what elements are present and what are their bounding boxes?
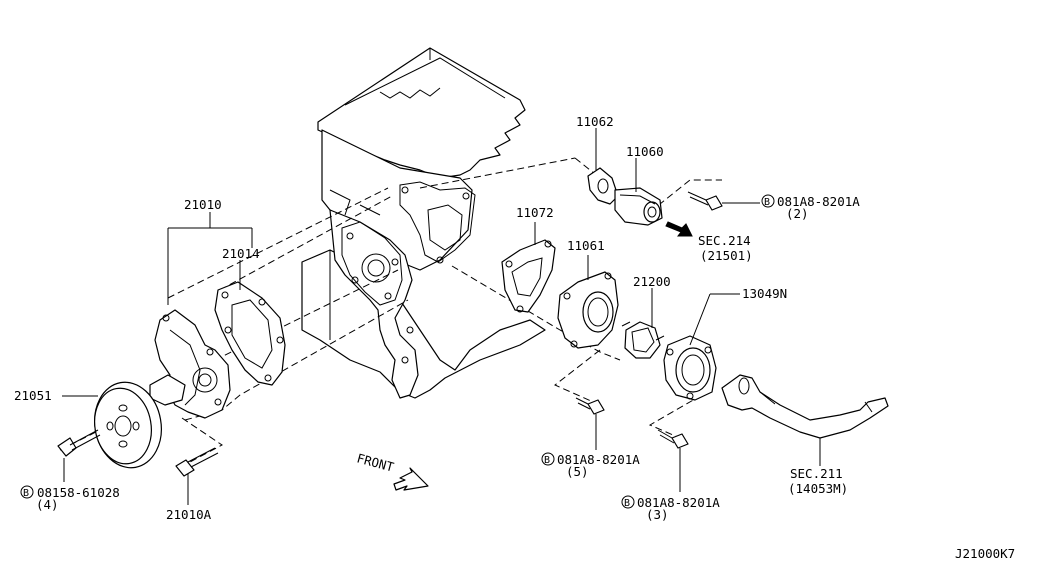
circled-b-icon bbox=[20, 485, 34, 499]
thermostat-housing-11061[interactable] bbox=[557, 271, 619, 349]
label-11061: 11061 bbox=[567, 238, 605, 253]
front-direction-arrow bbox=[393, 467, 429, 491]
bolt-quantity: (4) bbox=[36, 497, 59, 512]
leader-lines bbox=[62, 128, 821, 505]
thermostat-21200[interactable] bbox=[621, 321, 665, 359]
bolt-symbol: B bbox=[764, 197, 770, 208]
circled-b-icon bbox=[761, 194, 775, 208]
label-21014: 21014 bbox=[222, 246, 260, 261]
bolt-quantity: (3) bbox=[646, 507, 669, 522]
bolt-081A8-8201A-5[interactable] bbox=[575, 397, 605, 415]
bolt-081A8-8201A-3[interactable] bbox=[657, 429, 689, 449]
bolt-symbol: B bbox=[23, 488, 29, 499]
sec211-title: SEC.211 bbox=[790, 466, 843, 481]
label-21010: 21010 bbox=[184, 197, 222, 212]
circled-b-icon bbox=[541, 452, 555, 466]
gasket-11072[interactable] bbox=[501, 239, 556, 313]
water-inlet-13049N[interactable] bbox=[663, 335, 717, 401]
bolt-callout-4: B 081A8-8201A (3) bbox=[621, 495, 720, 522]
bolt-symbol: B bbox=[544, 455, 550, 466]
bolt-symbol: B bbox=[624, 498, 630, 509]
bolt-081A8-8201A-2[interactable] bbox=[687, 191, 723, 211]
bolt-callout-1: B 08158-61028 (4) bbox=[20, 485, 120, 512]
label-21200: 21200 bbox=[633, 274, 671, 289]
circled-b-icon bbox=[621, 495, 635, 509]
bolt-part-number: 08158-61028 bbox=[37, 485, 120, 500]
bolt-part-number: 081A8-8201A bbox=[637, 495, 720, 510]
water-pump-21010[interactable] bbox=[149, 309, 231, 419]
part-labels: 21010 21014 21051 21010A 11062 11060 110… bbox=[14, 114, 1015, 561]
sec214-title: SEC.214 bbox=[698, 233, 751, 248]
sec211-ref: (14053M) bbox=[788, 481, 848, 496]
bolt-08158-61028[interactable] bbox=[57, 429, 101, 457]
bolt-quantity: (5) bbox=[566, 464, 589, 479]
bolt-part-number: 081A8-8201A bbox=[777, 194, 860, 209]
label-11062: 11062 bbox=[576, 114, 614, 129]
sec214-ref: (21501) bbox=[700, 248, 753, 263]
bolt-quantity: (2) bbox=[786, 206, 809, 221]
diagram-id: J21000K7 bbox=[955, 546, 1015, 561]
bolt-callout-2: B 081A8-8201A (2) bbox=[761, 194, 860, 221]
pulley-21051[interactable] bbox=[88, 377, 168, 473]
label-front: FRONT bbox=[355, 450, 396, 474]
water-pipe-sec211 bbox=[721, 374, 889, 439]
bolt-21010A[interactable] bbox=[175, 447, 219, 477]
gasket-11062[interactable] bbox=[587, 167, 619, 205]
gasket-21014[interactable] bbox=[214, 281, 286, 386]
label-13049N: 13049N bbox=[742, 286, 787, 301]
bolt-part-number: 081A8-8201A bbox=[557, 452, 640, 467]
label-11060: 11060 bbox=[626, 144, 664, 159]
engine-block bbox=[301, 47, 546, 399]
sec214-arrow bbox=[665, 221, 693, 237]
bolt-callout-3: B 081A8-8201A (5) bbox=[541, 452, 640, 479]
water-outlet-11060[interactable] bbox=[614, 187, 663, 226]
label-21010A: 21010A bbox=[166, 507, 212, 522]
label-21051: 21051 bbox=[14, 388, 52, 403]
label-11072: 11072 bbox=[516, 205, 554, 220]
